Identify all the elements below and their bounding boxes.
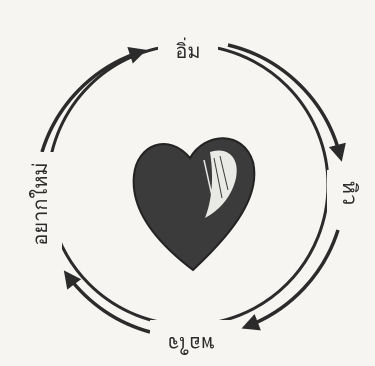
label-top-group: อิ่ม	[158, 36, 218, 64]
arrow-top-to-right	[228, 45, 340, 155]
label-bottom: พอใจ	[168, 332, 215, 356]
label-bottom-group: พอใจ	[150, 320, 232, 356]
label-right: หิว	[338, 181, 362, 205]
label-left-group: อยากใหม่	[18, 152, 62, 256]
label-top: อิ่ม	[175, 37, 200, 63]
label-left: อยากใหม่	[28, 162, 52, 245]
label-right-group: หิว	[327, 170, 371, 216]
heart-icon	[134, 138, 255, 270]
arrow-bottom-to-left	[68, 276, 150, 332]
